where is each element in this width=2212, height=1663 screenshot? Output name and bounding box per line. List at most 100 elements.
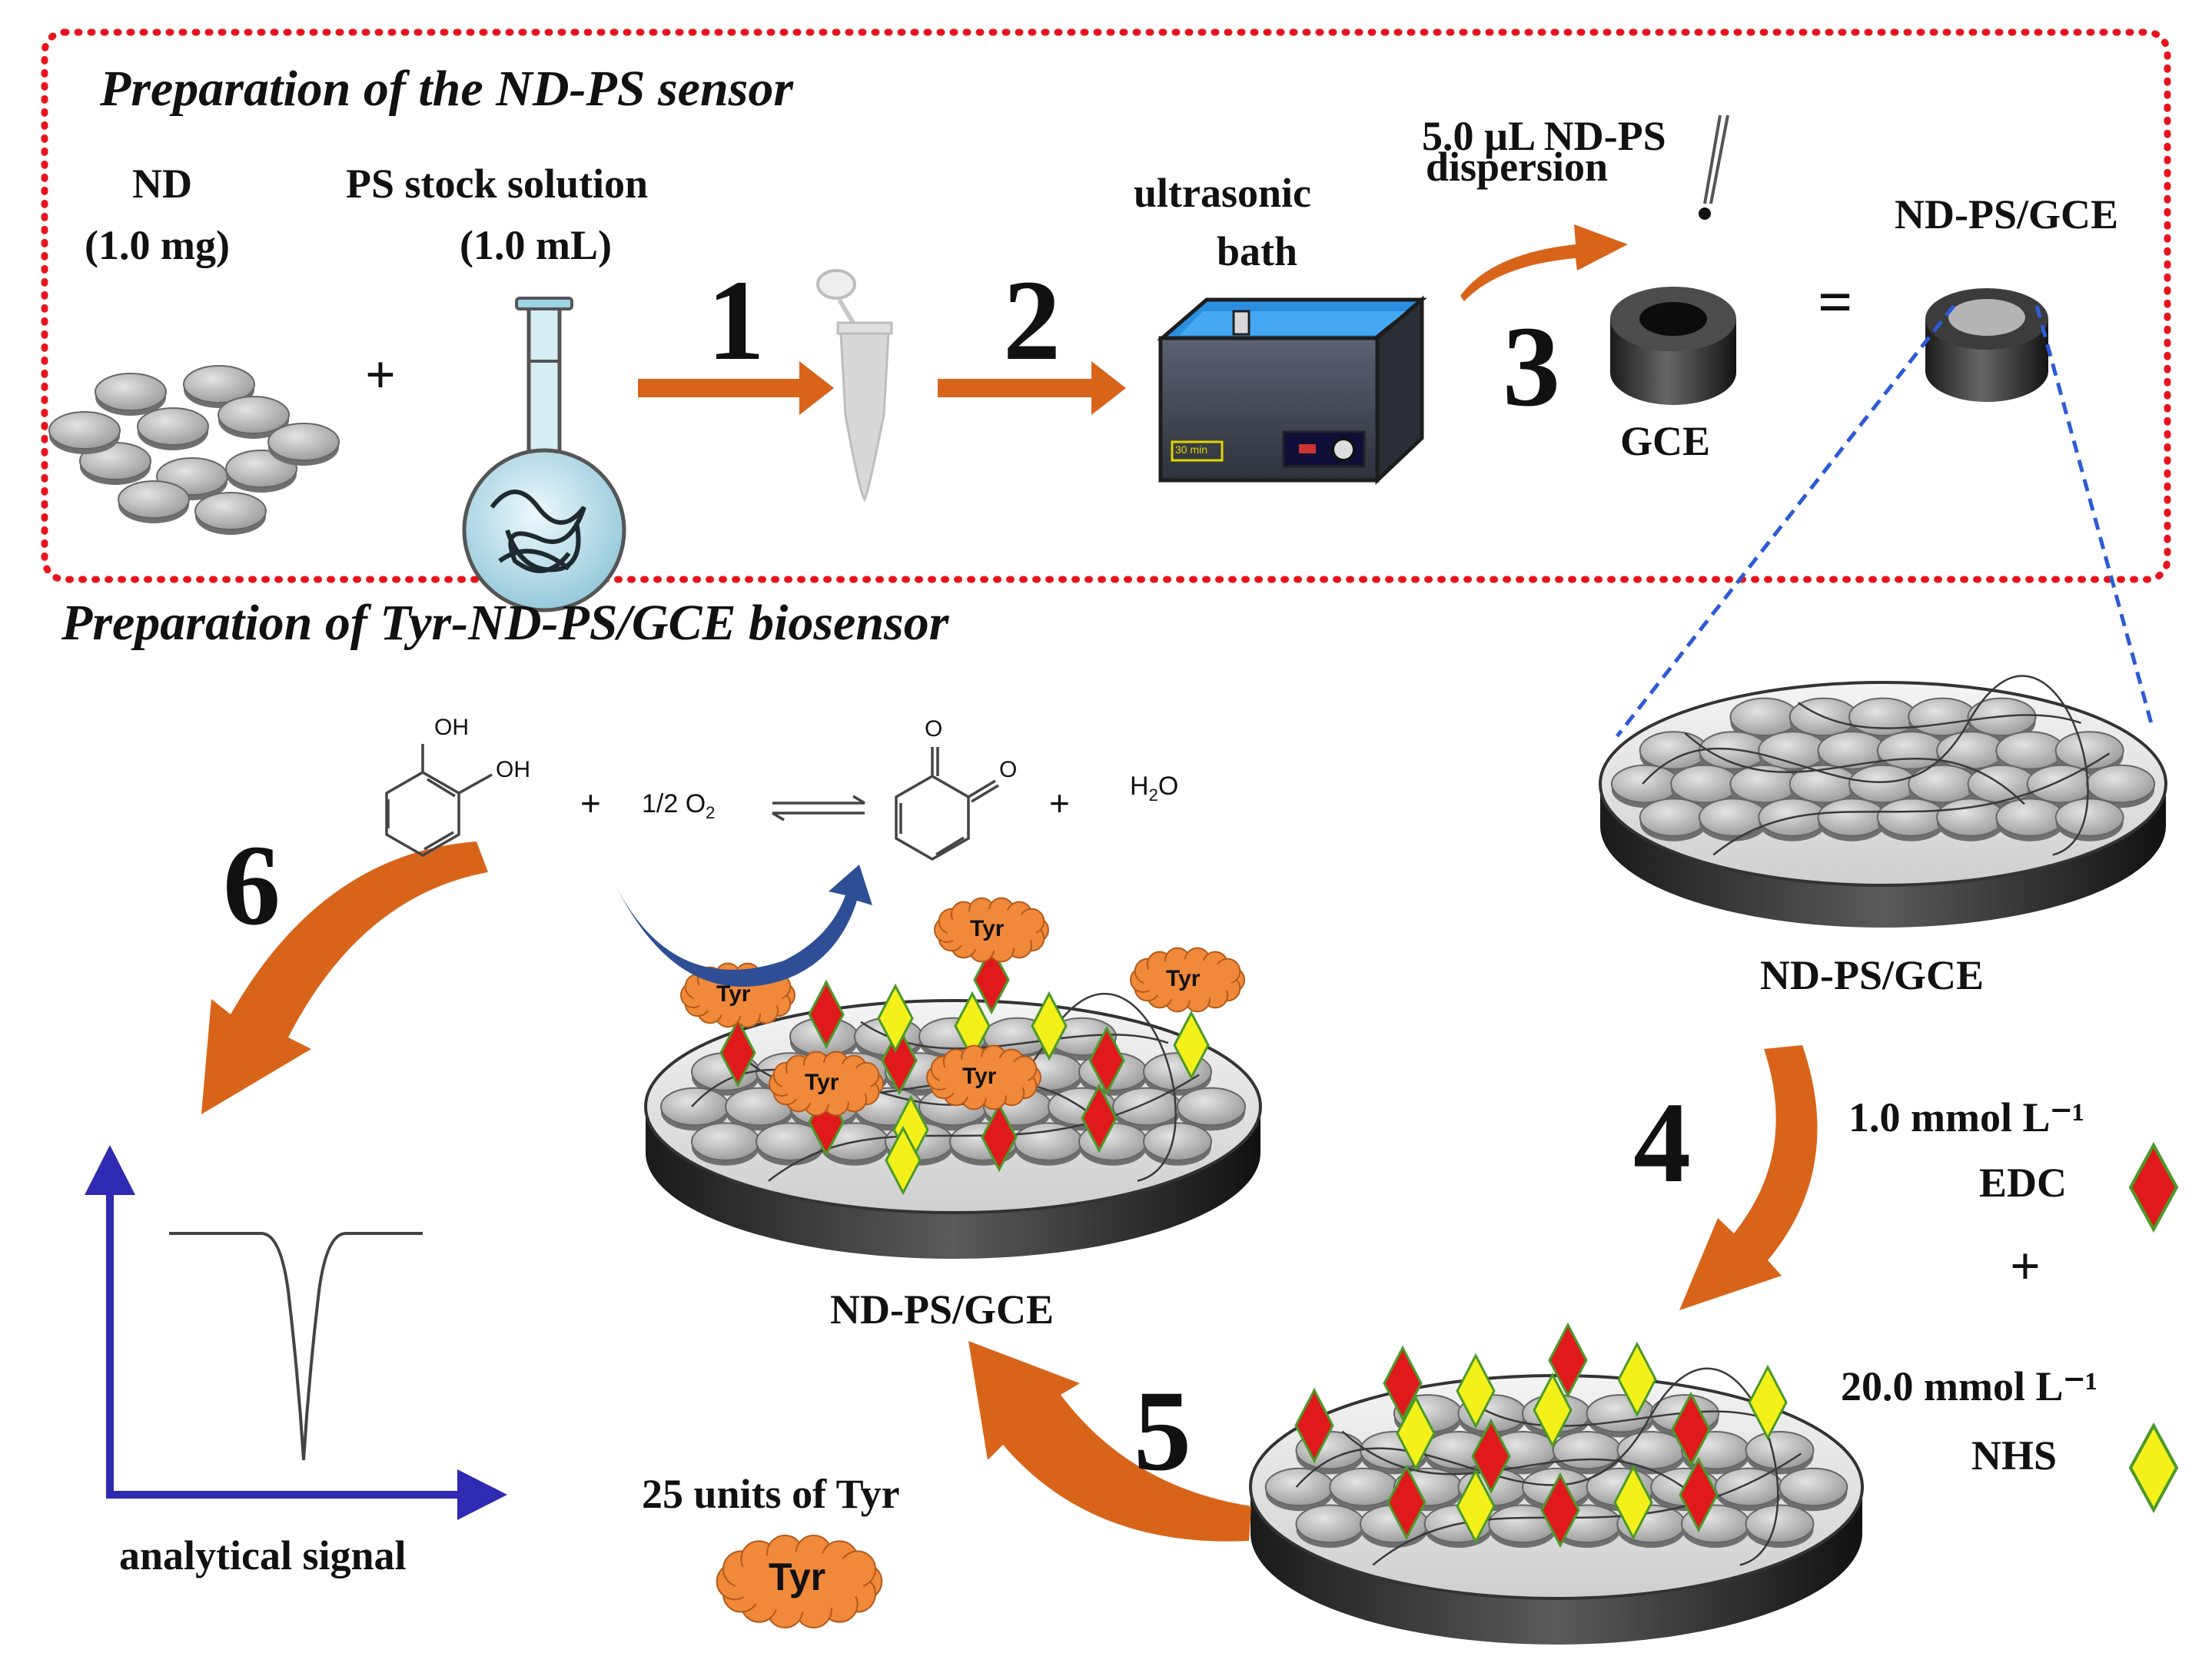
edc-diamond-icon (1540, 1472, 1580, 1548)
step-5-arrow (968, 1341, 1251, 1542)
edc-diamond-icon (1387, 1464, 1427, 1541)
nhs-diamond-icon (877, 983, 914, 1054)
nhs-diamond-icon (1533, 1372, 1573, 1449)
quinone-o-top: O (925, 716, 943, 742)
step-6-label: 6 (223, 822, 281, 949)
tyr-label: Tyr (962, 1064, 997, 1089)
polymer-fibers (1642, 675, 2111, 856)
nd-particle (1848, 764, 1918, 804)
edc-diamond-icon (1088, 1025, 1125, 1096)
catechol-oh-right: OH (496, 757, 530, 782)
tyr-label: Tyr (970, 916, 1005, 941)
edc-diamond-icon (1081, 1083, 1118, 1153)
tyr-label: Tyr (1166, 966, 1201, 991)
water-h: H (1130, 772, 1149, 801)
edc-concentration-label: 1.0 mmol L⁻¹ (1848, 1094, 2085, 1140)
nd-particle (660, 1087, 729, 1127)
oxygen-term: 1/2 O2 (642, 789, 716, 822)
edc-diamond-icon (973, 944, 1010, 1015)
enzymatic-reaction-arrow (611, 865, 872, 987)
nd-particle (183, 365, 255, 403)
tyr-label: Tyr (716, 981, 751, 1007)
nd-particle (1876, 798, 1946, 837)
volumetric-flask-icon (462, 297, 626, 612)
step-5-label: 5 (1134, 1367, 1191, 1495)
nd-particle (137, 407, 209, 446)
nd-particle (218, 396, 290, 434)
tyr-enzyme-cloud (926, 1044, 1041, 1110)
step-2-arrow (938, 361, 1126, 415)
nd-particle (194, 492, 267, 530)
quinone-o-right: O (999, 757, 1018, 782)
edc-diamond-icon (719, 1017, 756, 1088)
edc-diamond-icon (1671, 1391, 1711, 1468)
catechol-structure (385, 744, 493, 858)
edc-name-label: EDC (1979, 1160, 2068, 1206)
edc-diamond-icon (1294, 1387, 1334, 1464)
nd-amount-label: (1.0 mg) (85, 222, 230, 268)
step-3-label: 3 (1503, 303, 1560, 430)
sensor-preparation-frame (41, 28, 2171, 583)
nd-particle (1745, 1430, 1815, 1470)
bath-label-line1: ultrasonic (1134, 170, 1312, 216)
nd-particle (1295, 1504, 1365, 1544)
nhs-concentration-label: 20.0 mmol L⁻¹ (1841, 1363, 2098, 1409)
dispersion-label-line2: dispersion (1426, 144, 1609, 190)
reagent-plus-sign: + (2010, 1237, 2041, 1296)
nhs-diamond-icon (1396, 1395, 1436, 1472)
nd-particle (1908, 764, 1978, 804)
analytical-signal-graph (85, 1145, 507, 1520)
middle-disc-label: ND-PS/GCE (830, 1286, 1055, 1333)
tyrosinase-cloud-icon (716, 1535, 883, 1628)
nhs-diamond-icon (1748, 1364, 1788, 1441)
nd-particle (2054, 731, 2124, 770)
glassy-carbon-electrode-icon (1610, 287, 1736, 405)
o-benzoquinone-structure (895, 747, 999, 861)
nd-particle (1698, 798, 1768, 837)
gce-label: GCE (1620, 418, 1711, 464)
water-term: H2O (1130, 772, 1178, 805)
tyr-enzyme-cloud (716, 1535, 883, 1628)
nd-particle (1714, 1467, 1784, 1507)
tyr-units-label: 25 units of Tyr (642, 1471, 900, 1517)
step-4-label: 4 (1633, 1079, 1691, 1207)
nd-particle (2086, 764, 2156, 804)
oxygen-coefficient: 1/2 O (642, 789, 706, 818)
nd-particle (95, 373, 167, 411)
nd-particle (1670, 764, 1740, 804)
step-2-label: 2 (1003, 257, 1061, 384)
nhs-diamond-icon (1456, 1353, 1496, 1429)
ps-amount-label: (1.0 mL) (460, 222, 612, 268)
nd-particle (1177, 1087, 1246, 1127)
nhs-diamond-icon (885, 1125, 922, 1196)
dispersion-label-line1: 5.0 µL ND-PS (1422, 113, 1666, 159)
sensor-section-title: Preparation of the ND-PS sensor (100, 61, 794, 117)
edc-legend-diamond-icon (2128, 1141, 2179, 1233)
eppendorf-tube-icon (816, 269, 893, 502)
nd-particle (1779, 1467, 1848, 1507)
nd-particle (1995, 798, 2065, 837)
catechol-oh-top: OH (434, 715, 469, 740)
reaction-plus-1: + (580, 783, 601, 823)
nd-particle (1143, 1122, 1212, 1161)
step-1-arrow (638, 361, 834, 415)
nd-particle (1936, 731, 2006, 770)
tyr-label: Tyr (805, 1070, 839, 1095)
nd-particle (1639, 798, 1709, 837)
nd-particle (691, 1122, 760, 1161)
water-subscript: 2 (1148, 785, 1158, 805)
tyr-enzyme-cloud (769, 1051, 884, 1117)
equals-sign: = (1818, 269, 1853, 337)
step-1-label: 1 (707, 257, 765, 384)
nd-label: ND (132, 161, 192, 207)
oxygen-subscript: 2 (706, 802, 716, 822)
nd-particle (1995, 731, 2065, 770)
edc-diamond-icon (981, 1102, 1018, 1173)
reaction-plus-2: + (1049, 783, 1070, 823)
nd-particle (1610, 764, 1680, 804)
pipette-icon (1699, 115, 1729, 220)
step-3-arrow (1460, 224, 1628, 301)
biosensor-section-title: Preparation of Tyr-ND-PS/GCE biosensor (61, 595, 949, 651)
nd-particle (1745, 1504, 1815, 1544)
